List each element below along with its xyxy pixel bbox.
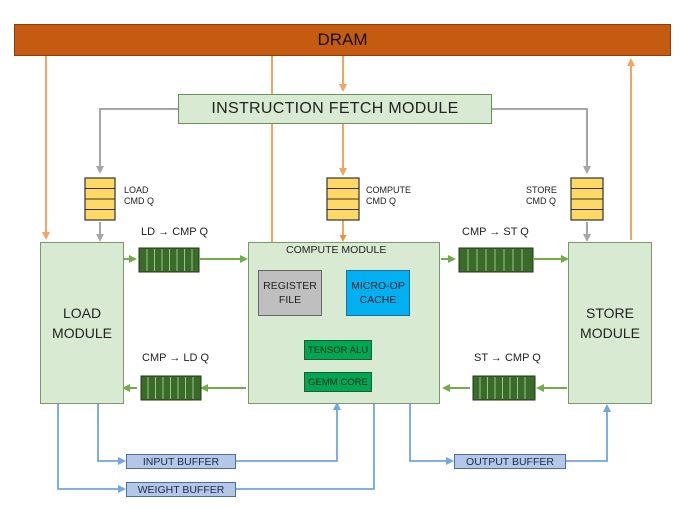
load-cmd-queue	[84, 177, 116, 221]
cmp-to-ld-queue	[140, 375, 202, 401]
input-buffer: INPUT BUFFER	[126, 454, 236, 469]
right-arrow-icon: →	[158, 226, 170, 238]
load-cmd-queue-icon	[84, 177, 116, 221]
st-q-label: ST Q	[503, 226, 529, 238]
input-buffer-label: INPUT BUFFER	[142, 455, 220, 468]
st-to-cmp-label: ST → CMP Q	[474, 352, 541, 364]
store-cmd-queue-label: STORE CMD Q	[526, 185, 557, 207]
compute-cmd-line2: CMD Q	[366, 196, 396, 206]
right-arrow-icon: →	[489, 226, 501, 238]
store-module: STORE MODULE	[568, 242, 652, 404]
ld-to-cmp-label: LD → CMP Q	[141, 226, 208, 238]
register-file-line1: REGISTER	[263, 280, 317, 292]
cmp-to-st-queue	[458, 247, 534, 273]
compute-cmd-line1: COMPUTE	[366, 185, 411, 195]
ld-q-label: LD Q	[183, 352, 210, 364]
output-buffer-label: OUTPUT BUFFER	[466, 455, 554, 468]
dep-queue-arrows	[122, 255, 569, 392]
store-cmd-line1: STORE	[526, 185, 557, 195]
weight-buffer-label: WEIGHT BUFFER	[137, 483, 225, 496]
compute-cmd-queue-icon	[326, 177, 360, 221]
dram-label: DRAM	[317, 30, 368, 49]
tensor-alu-label: TENSOR ALU	[307, 344, 369, 356]
cmp-to-st-label: CMP → ST Q	[462, 226, 529, 238]
output-buffer: OUTPUT BUFFER	[454, 454, 566, 469]
compute-module-title: COMPUTE MODULE	[286, 244, 387, 256]
cmp-q-label: CMP Q	[172, 226, 209, 238]
tensor-alu: TENSOR ALU	[304, 340, 372, 360]
store-cmd-queue-icon	[570, 177, 604, 221]
compute-cmd-queue-label: COMPUTE CMD Q	[366, 185, 411, 207]
store-cmd-queue	[570, 177, 604, 221]
st-to-cmp-queue	[472, 375, 536, 401]
ld-to-cmp-queue	[138, 247, 200, 273]
load-module-line1: LOAD	[62, 305, 102, 321]
micro-op-cache: MICRO-OP CACHE	[346, 270, 410, 316]
right-arrow-icon: →	[490, 352, 502, 364]
store-module-line1: STORE	[586, 305, 634, 321]
gemm-core: GEMM CORE	[304, 372, 372, 392]
cmp-label: CMP	[142, 352, 167, 364]
instruction-fetch-label: INSTRUCTION FETCH MODULE	[211, 100, 459, 117]
load-cmd-line2: CMD Q	[124, 196, 154, 206]
cmp-q-label: CMP Q	[504, 352, 541, 364]
weight-buffer: WEIGHT BUFFER	[126, 482, 236, 497]
fetch-arrows	[96, 108, 591, 242]
load-cmd-line1: LOAD	[124, 185, 149, 195]
ld-label: LD	[141, 226, 156, 238]
load-module: LOAD MODULE	[40, 242, 124, 404]
store-module-line2: MODULE	[580, 325, 640, 341]
buffer-arrows	[57, 314, 611, 493]
dram-arrows	[42, 56, 635, 268]
right-arrow-icon: →	[169, 352, 181, 364]
instruction-fetch-module: INSTRUCTION FETCH MODULE	[178, 94, 492, 124]
store-cmd-line2: CMD Q	[526, 196, 556, 206]
dram-bar: DRAM	[14, 24, 671, 56]
register-file: REGISTER FILE	[258, 270, 322, 316]
st-label: ST	[474, 352, 488, 364]
register-file-line2: FILE	[278, 294, 302, 306]
micro-op-cache-line1: MICRO-OP	[351, 280, 405, 292]
cmp-label: CMP	[462, 226, 487, 238]
compute-cmd-queue	[326, 177, 360, 221]
cmp-to-ld-label: CMP → LD Q	[142, 352, 209, 364]
gemm-core-label: GEMM CORE	[308, 376, 368, 388]
load-module-line2: MODULE	[52, 325, 112, 341]
load-cmd-queue-label: LOAD CMD Q	[124, 185, 154, 207]
micro-op-cache-line2: CACHE	[359, 294, 397, 306]
